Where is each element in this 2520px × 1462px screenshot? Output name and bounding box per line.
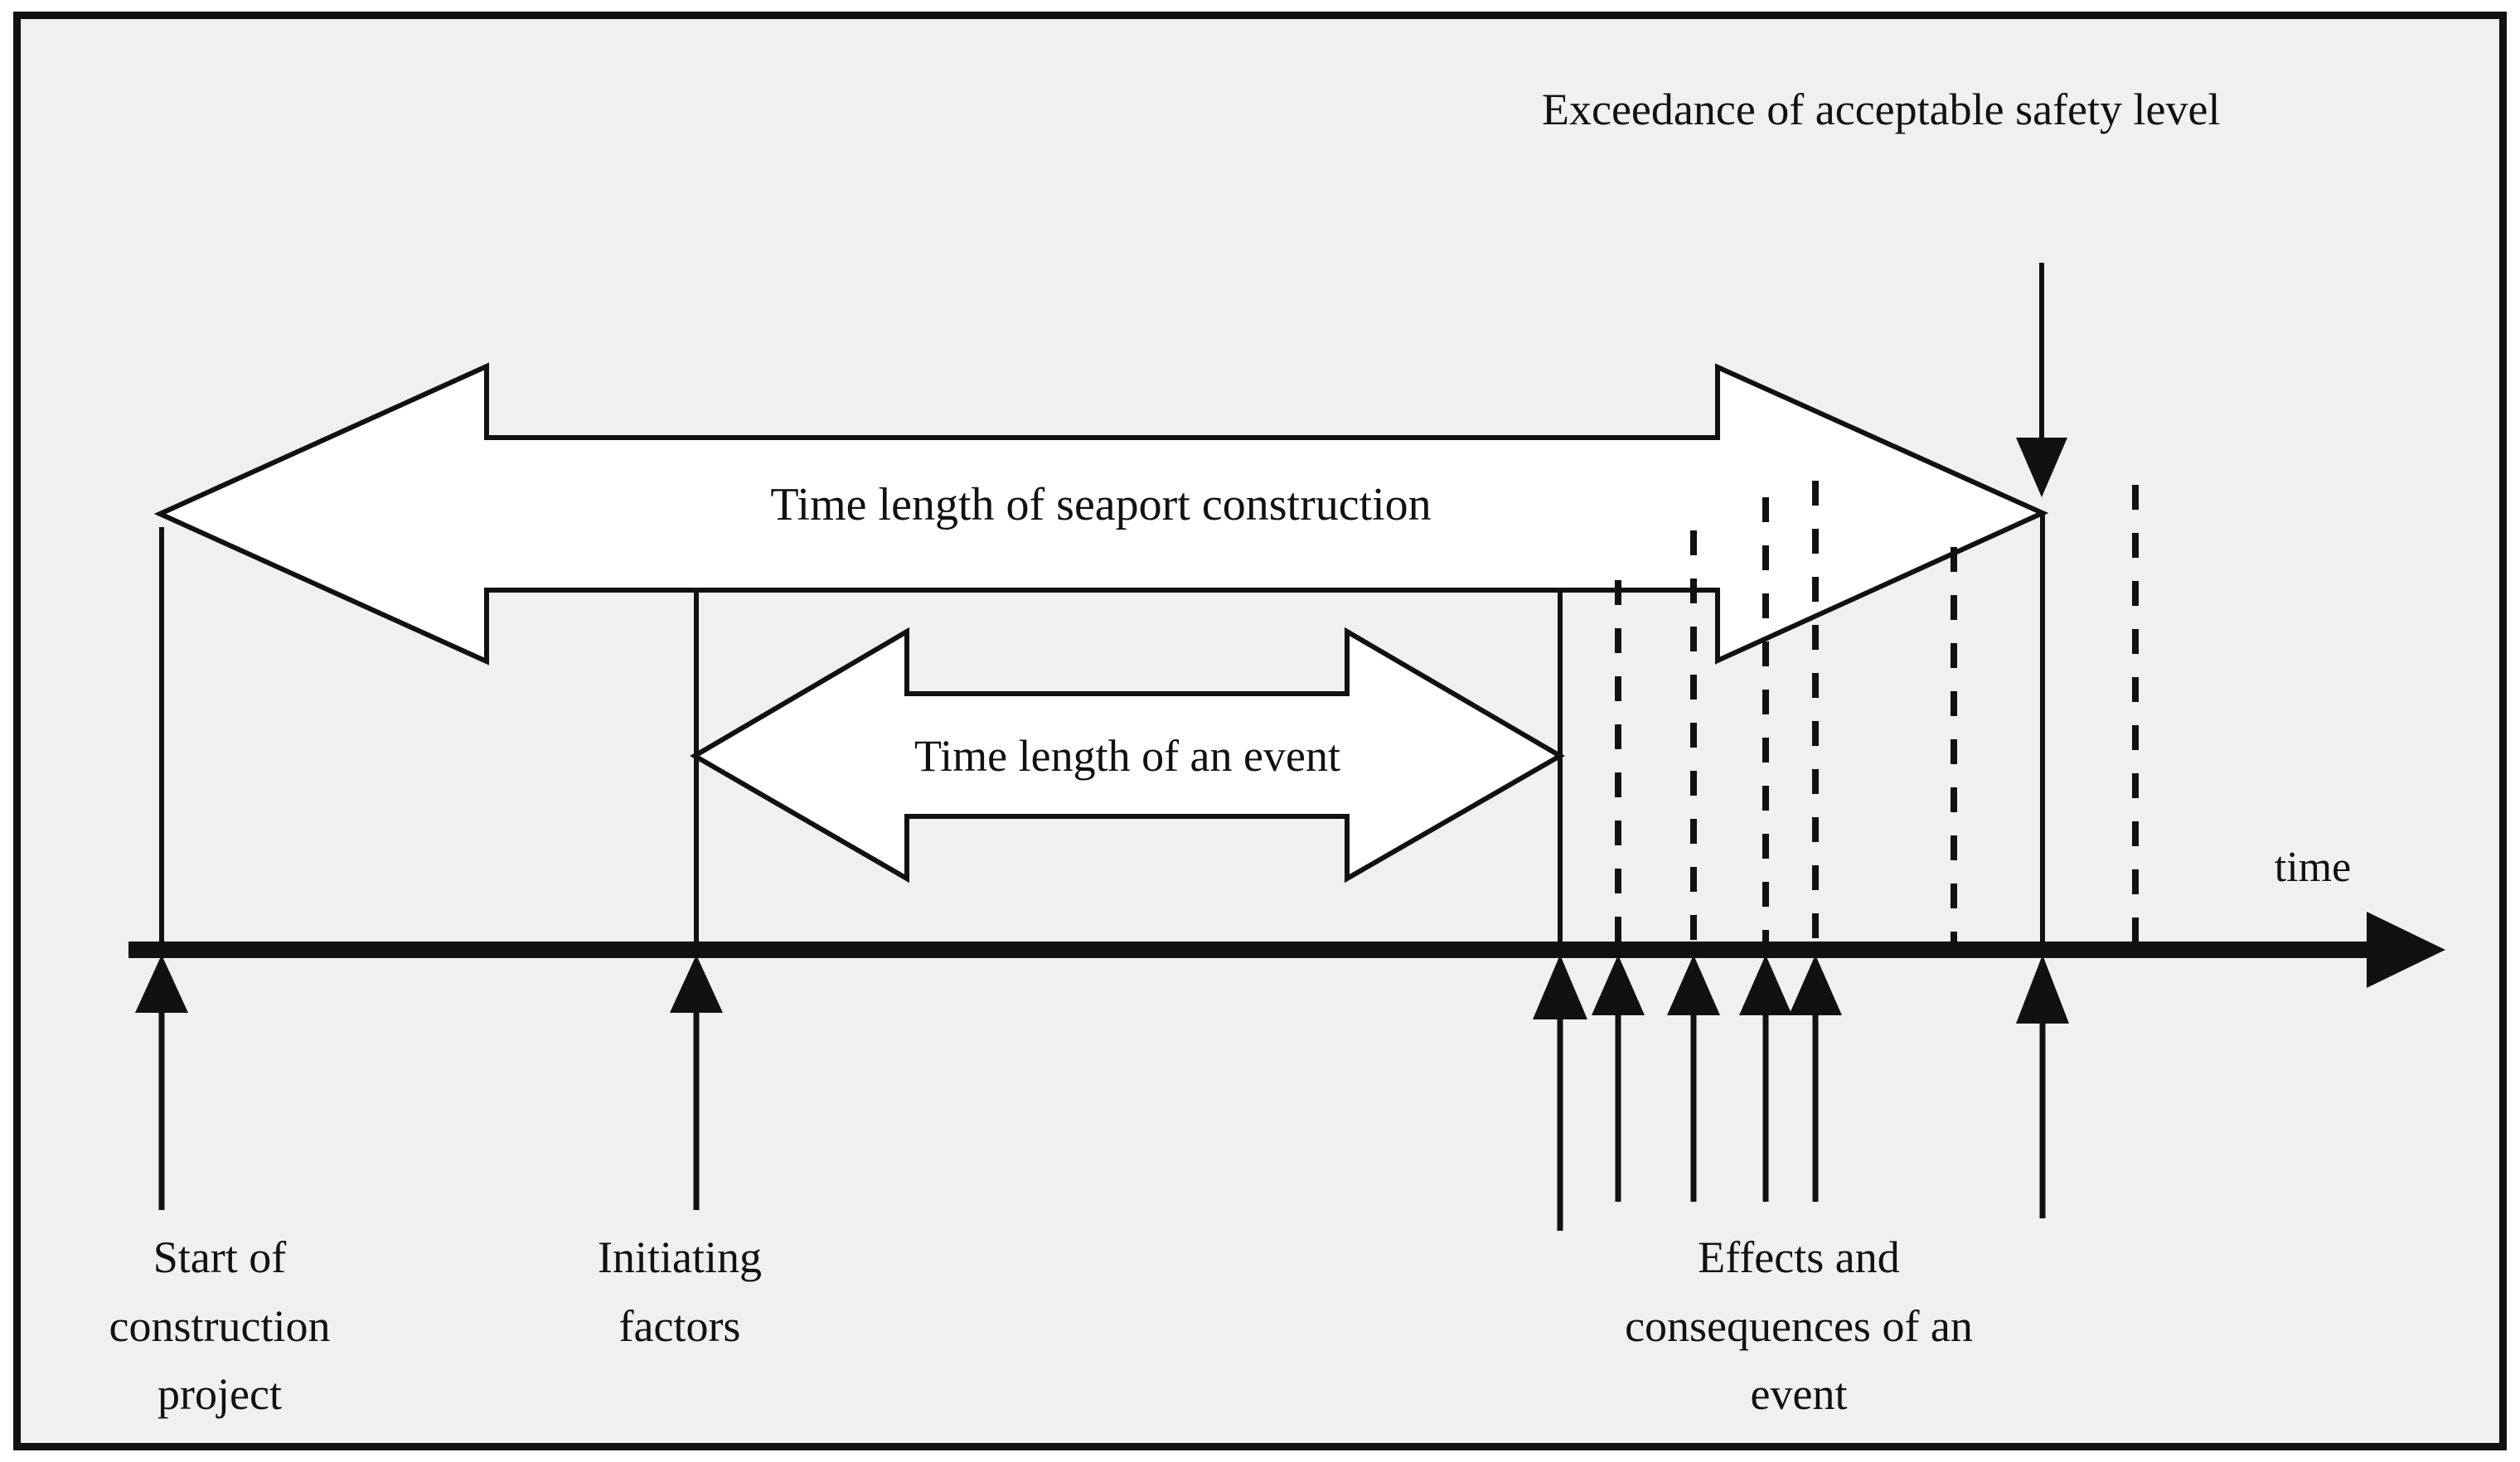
exceedance-down-arrow: [2016, 263, 2067, 497]
label-effects-consequences: Effects and consequences of an event: [1625, 1232, 1973, 1419]
tick-arrow-start-of-construction: [135, 955, 188, 1210]
tick-arrow-exceedance: [2016, 955, 2069, 1218]
label-initiating-line-2: factors: [619, 1301, 741, 1351]
label-effects-line-3: event: [1751, 1369, 1848, 1419]
exceedance-label: Exceedance of acceptable safety level: [1542, 85, 2220, 134]
label-start-line-1: Start of: [153, 1232, 286, 1282]
tick-arrow-initiating-factors: [670, 955, 723, 1210]
label-effects-line-1: Effects and: [1698, 1232, 1899, 1282]
label-start-line-2: construction: [109, 1301, 331, 1351]
label-start-line-3: project: [158, 1369, 282, 1419]
label-start-of-construction: Start of construction project: [109, 1232, 331, 1419]
tick-arrow-effects-4: [1739, 955, 1792, 1202]
tick-arrow-effects-3: [1667, 955, 1720, 1202]
construction-span-label: Time length of seaport construction: [770, 479, 1431, 530]
time-axis: [128, 912, 2445, 988]
time-axis-label: time: [2275, 844, 2351, 891]
label-effects-line-2: consequences of an: [1625, 1301, 1973, 1351]
tick-arrow-effects-5: [1789, 955, 1842, 1202]
event-span-label: Time length of an event: [914, 731, 1340, 781]
tick-arrow-effects-1: [1533, 955, 1587, 1231]
tick-arrow-effects-2: [1592, 955, 1645, 1202]
label-initiating-factors: Initiating factors: [598, 1232, 762, 1351]
label-initiating-line-1: Initiating: [598, 1232, 762, 1282]
